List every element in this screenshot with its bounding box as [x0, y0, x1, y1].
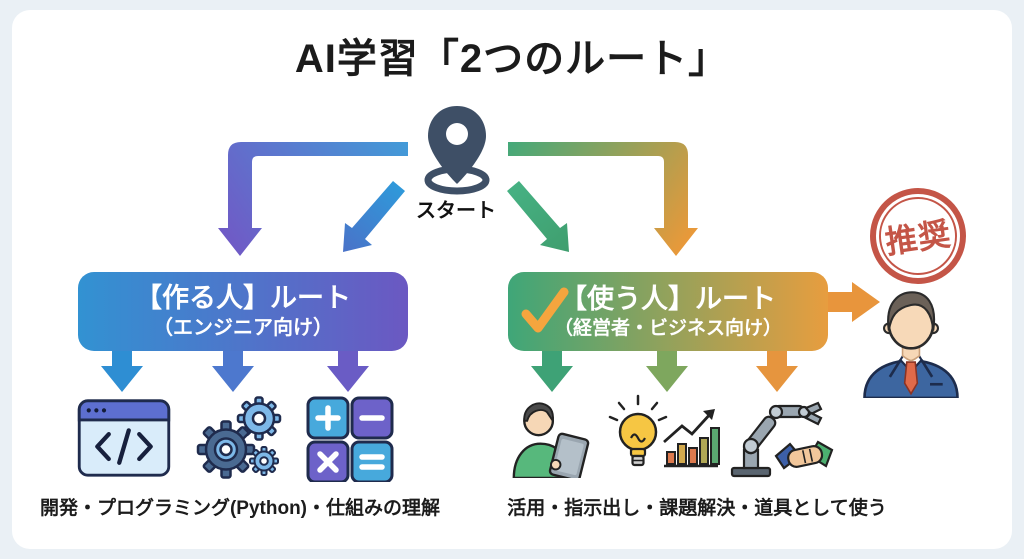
down-arrow-maker-2: [212, 344, 254, 392]
user-route-caption: 活用・指示出し・課題解決・道具として使う: [507, 498, 887, 519]
elbow-arrow-right: [508, 142, 698, 256]
user-route-box: 【使う人】ルート （経営者・ビジネス向け）: [508, 272, 828, 351]
down-arrow-user-2: [646, 344, 688, 392]
start-label: スタート: [416, 200, 496, 222]
check-icon: [521, 287, 569, 333]
maker-route-subtitle: （エンジニア向け）: [153, 316, 333, 339]
maker-route-title: 【作る人】ルート: [135, 283, 351, 314]
maker-route-box: 【作る人】ルート （エンジニア向け）: [78, 272, 408, 351]
down-arrow-user-3: [756, 344, 798, 392]
location-pin-icon: [424, 106, 490, 195]
code-window-icon: [77, 399, 171, 477]
person-tablet-icon: [512, 402, 590, 478]
calculator-icon: [306, 396, 394, 482]
user-route-subtitle: （経営者・ビジネス向け）: [553, 317, 782, 339]
diagonal-arrow-left: [343, 181, 405, 252]
elbow-arrow-left: [218, 142, 408, 256]
gears-icon: [196, 396, 282, 479]
diagonal-arrow-right: [507, 181, 569, 252]
stamp-label: 推奨: [883, 215, 954, 261]
idea-chart-icon: [608, 394, 720, 468]
side-arrow-right: [827, 282, 880, 322]
page-title: AI学習「2つのルート」: [294, 37, 730, 81]
user-route-title: 【使う人】ルート: [560, 283, 776, 314]
maker-route-caption: 開発・プログラミング(Python)・仕組みの理解: [39, 498, 441, 519]
businessman-avatar: [863, 291, 959, 398]
down-arrow-maker-1: [101, 344, 143, 392]
down-arrow-user-1: [531, 344, 573, 392]
down-arrow-maker-3: [327, 344, 369, 392]
robot-handshake-icon: [730, 401, 834, 478]
